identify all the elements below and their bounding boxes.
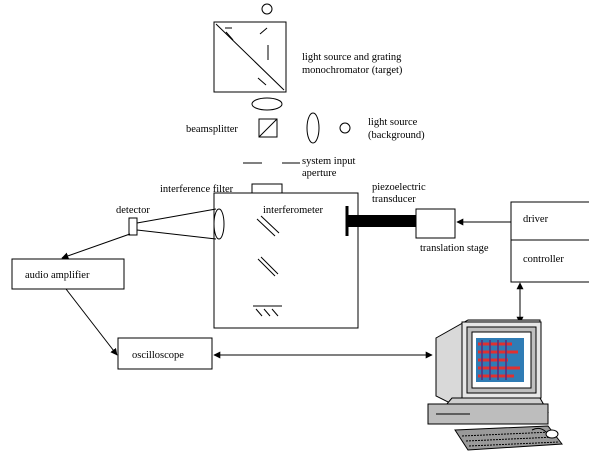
background-lens [306,112,320,144]
background-light-source-label: light source (background) [368,117,425,141]
driver-controller-unit [510,201,589,283]
collimating-lens [251,97,283,111]
interferometer-label: interferometer [263,205,324,216]
interferometer-output-lens [213,208,225,240]
amplifier-to-oscilloscope-arrow [65,288,118,356]
system-input-aperture-label: system input aperture [302,156,358,179]
target-light-source-label: light source and grating monochromator (… [302,52,404,76]
interferometer-housing [213,192,359,329]
grating-monochromator [213,21,287,93]
interference-filter [251,183,283,194]
controller-label: controller [523,254,564,265]
interference-filter-label: interference filter [160,184,234,195]
detector [128,217,138,236]
piezo-mirror-assembly [345,206,416,236]
interferometer-optics [253,215,282,317]
translation-stage-label: translation stage [420,243,489,254]
background-light-source-lamp [339,122,351,134]
driver-label: driver [523,214,549,225]
computer-icon [427,319,563,451]
detector-label: detector [116,205,150,216]
detector-light-cone [136,208,217,240]
piezoelectric-transducer-label: piezoelectric transducer [372,182,428,205]
beamsplitter-cube [258,118,278,138]
detector-to-amplifier-arrow [61,233,131,260]
oscilloscope [117,337,213,370]
oscilloscope-label: oscilloscope [132,350,184,361]
translation-stage [415,208,456,239]
target-light-source-lamp [261,3,273,15]
audio-amplifier-label: audio amplifier [25,270,90,281]
beamsplitter-label: beamsplitter [186,124,238,135]
